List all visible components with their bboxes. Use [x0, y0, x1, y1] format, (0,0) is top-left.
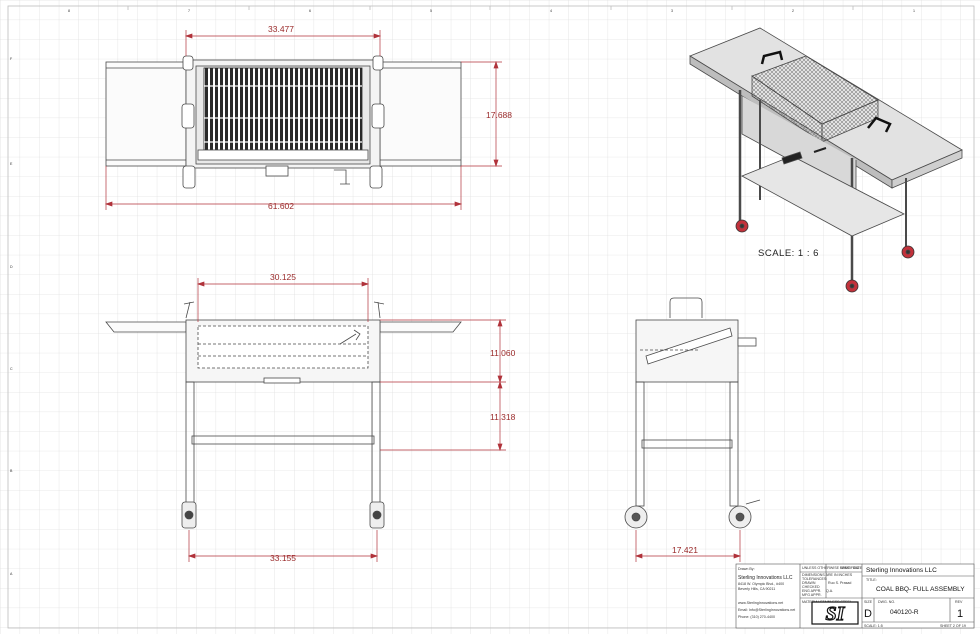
zone-row-label: E — [10, 162, 13, 166]
left-shelf — [105, 321, 187, 333]
company-name: Sterling Innovations LLC — [866, 567, 937, 574]
block-row: CHECKED — [802, 585, 820, 589]
zone-column-labels: 8 7 6 5 4 3 2 1 — [68, 9, 915, 13]
top-view-dimensions — [104, 30, 502, 210]
isometric-view — [689, 27, 963, 293]
title-prefix: TITLE: — [866, 578, 877, 582]
material-label: MATERIAL — [802, 600, 820, 604]
left-handle — [181, 103, 195, 129]
zone-row-label: A — [10, 572, 13, 576]
block-header: NAME — [840, 566, 851, 570]
front-view — [105, 301, 462, 529]
sheet-label: SHEET 2 OF 19 — [940, 624, 966, 628]
block-header: UNLESS OTHERWISE SPECIFIED: — [802, 566, 860, 570]
phone: Phone: (310) 270-4400 — [738, 615, 775, 619]
caster — [369, 165, 383, 189]
zone-col-label: 6 — [309, 9, 311, 13]
logo-text: SI — [826, 603, 846, 625]
drawn-by-company: Sterling Innovations LLC — [738, 575, 793, 581]
zone-row-labels: F E D C B A — [10, 57, 13, 576]
sheet-border — [7, 5, 975, 629]
rev-value: 1 — [957, 608, 963, 620]
grill-grate — [203, 67, 363, 151]
zone-row-label: B — [10, 469, 13, 473]
side-view-dimensions — [634, 530, 742, 562]
front-view-dimensions — [187, 278, 506, 562]
dwg-no-value: 040120-R — [890, 609, 919, 616]
zone-row-label: F — [10, 57, 13, 61]
dim-top-width: 33.477 — [268, 24, 294, 34]
side-view — [624, 297, 761, 529]
zone-col-label: 8 — [68, 9, 70, 13]
right-handle — [371, 103, 385, 129]
address-line-1: 8418 W. Olympic Blvd., #400 — [738, 582, 784, 586]
size-label: SIZE — [864, 600, 873, 604]
block-row: DRAWN — [802, 581, 816, 585]
drawn-by-label: Drawn By: — [738, 567, 755, 571]
block-row: Q.A. — [826, 589, 833, 593]
drawn-name: Ruo S. Prasad — [828, 581, 851, 585]
zone-col-label: 4 — [550, 9, 552, 13]
block-row: ENG APPR. — [802, 589, 821, 593]
zone-col-label: 2 — [792, 9, 794, 13]
zone-row-label: D — [10, 265, 13, 269]
lid-handle — [669, 297, 703, 318]
top-view — [105, 55, 462, 189]
zone-col-label: 1 — [913, 9, 915, 13]
dim-top-overall: 61.602 — [268, 201, 294, 211]
size-value: D — [864, 608, 872, 620]
rev-label: REV — [955, 600, 963, 604]
address-line-2: Beverly Hills, CA 90211 — [738, 587, 775, 591]
iso-scale-label: SCALE: 1 : 6 — [758, 248, 819, 259]
dim-top-depth: 17.688 — [486, 110, 512, 120]
company-logo: SI — [811, 601, 859, 626]
dwg-no-label: DWG. NO. — [878, 600, 895, 604]
zone-row-label: C — [10, 367, 13, 371]
dim-front-h2: 11.318 — [490, 412, 516, 422]
block-header: DATE — [853, 566, 863, 570]
zone-col-label: 7 — [188, 9, 190, 13]
title-block-text: Drawn By: Sterling Innovations LLC 8418 … — [738, 566, 966, 628]
dim-front-inner: 30.125 — [270, 272, 296, 282]
zone-col-label: 5 — [430, 9, 432, 13]
scale-label: SCALE: 1:5 — [864, 624, 883, 628]
left-shelf — [105, 61, 187, 167]
drawing-title: COAL BBQ- FULL ASSEMBLY — [876, 586, 965, 593]
right-shelf — [379, 321, 462, 333]
website: www.SterlingInnovations.net — [738, 601, 783, 605]
zone-col-label: 3 — [671, 9, 673, 13]
caster — [182, 165, 196, 189]
dim-front-h1: 11.060 — [490, 348, 516, 358]
email: Email: Info@SterlingInnovations.net — [738, 608, 795, 612]
dim-front-wheels: 33.155 — [270, 553, 296, 563]
block-row: MFG APPR. — [802, 593, 822, 597]
block-row: TOLERANCES: — [802, 577, 827, 581]
block-row: DIMENSIONS ARE IN INCHES — [802, 573, 853, 577]
right-shelf — [379, 61, 462, 167]
dim-side-wheels: 17.421 — [672, 545, 698, 555]
